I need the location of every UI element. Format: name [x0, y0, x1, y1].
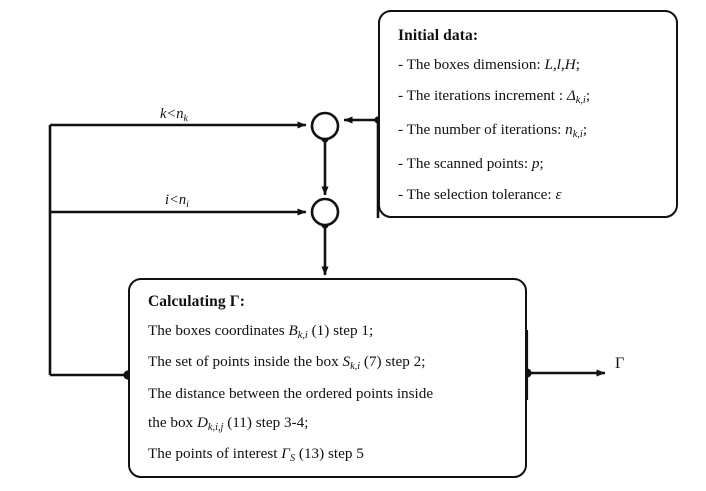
summing-junction-k — [310, 111, 340, 141]
calculating-line-distance: the box Dk,i,j (11) step 3-4; — [148, 415, 511, 433]
line-suffix: ; — [575, 55, 580, 73]
edge-label-loop-k-sub: k — [183, 112, 188, 124]
line-symbol: ε — [555, 186, 562, 204]
line-symbol: S — [342, 353, 351, 371]
line-subscript: k,i — [297, 329, 308, 341]
line-subscript: S — [289, 453, 296, 465]
edge-label-loop-k: k<nk — [160, 106, 188, 124]
line-subscript: k,i — [572, 128, 583, 140]
edge-label-loop-k-text: k<n — [160, 106, 184, 122]
line-symbol: Δ — [566, 86, 576, 104]
line-suffix: (7) step 2; — [360, 353, 426, 371]
calculating-line-points-inside-box: The set of points inside the box Sk,i (7… — [148, 354, 511, 372]
edge-label-loop-i-sub: i — [186, 198, 189, 210]
line-subscript: k,i — [350, 361, 361, 373]
calculating-title-suffix: : — [239, 293, 245, 310]
edge-junction-i-to-calculating — [321, 221, 329, 276]
initial-data-line-scanned-points: - The scanned points: p; — [398, 156, 662, 171]
line-symbol: D — [196, 413, 208, 431]
initial-data-line-increment: - The iterations increment : Δk,i; — [398, 88, 662, 106]
initial-data-line-tolerance: - The selection tolerance: ε — [398, 187, 662, 202]
line-symbol: n — [565, 120, 573, 138]
calculating-title-prefix: Calculating — [148, 293, 230, 310]
initial-data-title: Initial data: — [398, 27, 479, 44]
line-suffix: (1) step 1; — [307, 321, 374, 339]
initial-data-box: Initial data: - The boxes dimension: L,l… — [378, 10, 678, 218]
line-symbol: L,l,H — [544, 55, 576, 73]
line-prefix: The distance between the ordered points … — [148, 384, 434, 402]
calculating-title-symbol: Γ — [229, 293, 240, 310]
initial-data-line-iterations: - The number of iterations: nk,i; — [398, 122, 662, 140]
line-suffix: ; — [585, 86, 591, 104]
line-prefix: The points of interest — [148, 445, 282, 463]
initial-data-line-dimension: - The boxes dimension: L,l,H; — [398, 55, 662, 73]
line-prefix: - The selection tolerance: — [398, 186, 556, 204]
line-suffix: ; — [539, 155, 544, 173]
edge-initial-data-to-junction — [343, 116, 382, 218]
line-suffix: (11) step 3-4; — [223, 413, 309, 431]
line-prefix: The boxes coordinates — [148, 321, 289, 339]
edge-junction-k-to-junction-i — [321, 135, 329, 196]
line-prefix: - The number of iterations: — [398, 120, 566, 138]
edge-label-loop-i-text: i<n — [165, 192, 187, 208]
calculating-line-distance-wrap: The distance between the ordered points … — [148, 386, 511, 401]
summing-junction-i — [310, 197, 340, 227]
line-subscript: k,i — [575, 94, 586, 106]
calculating-line-boxes-coordinates: The boxes coordinates Bk,i (1) step 1; — [148, 321, 511, 341]
line-symbol: Γ — [281, 445, 290, 463]
line-suffix: ; — [582, 120, 588, 138]
line-prefix: - The iterations increment : — [398, 86, 567, 104]
output-label-gamma: Γ — [615, 355, 625, 372]
calculating-title: Calculating Γ: — [148, 294, 511, 310]
edge-label-loop-i: i<ni — [165, 192, 189, 210]
calculating-box: Calculating Γ: The boxes coordinates Bk,… — [128, 278, 527, 478]
line-prefix: - The scanned points: — [398, 155, 532, 173]
line-suffix: (13) step 5 — [295, 445, 364, 463]
line-symbol: B — [288, 321, 298, 339]
calculating-line-points-of-interest: The points of interest ΓS (13) step 5 — [148, 446, 511, 464]
line-prefix: the box — [148, 413, 197, 431]
line-prefix: - The boxes dimension: — [398, 55, 545, 73]
line-subscript: k,i,j — [207, 421, 224, 433]
line-prefix: The set of points inside the box — [148, 353, 343, 371]
line-symbol: p — [531, 155, 540, 173]
feedback-loop-outer — [48, 125, 128, 377]
